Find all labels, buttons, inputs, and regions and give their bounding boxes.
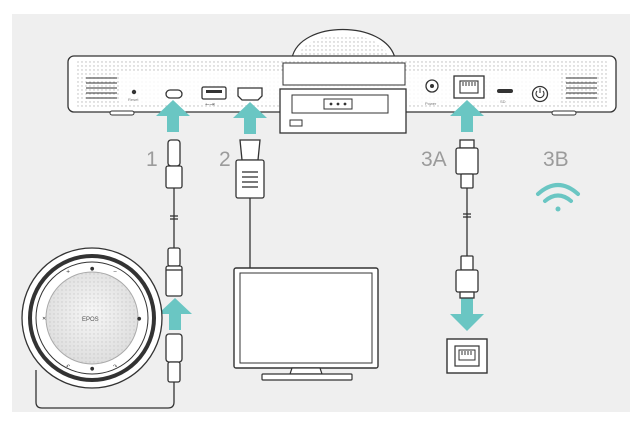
ethernet-cable xyxy=(455,139,479,299)
svg-text:●: ● xyxy=(137,316,142,322)
network-wall-socket xyxy=(446,338,488,374)
speakerphone-brand: EPOS xyxy=(82,317,99,323)
speakerphone[interactable]: EPOS + ● − ✕ ● ↶ ● ↷ xyxy=(21,247,163,389)
arrow-usb-c-up xyxy=(156,100,190,132)
svg-text:●: ● xyxy=(90,266,95,272)
power-label: Power xyxy=(425,101,437,106)
label-window xyxy=(282,62,406,86)
right-vent xyxy=(566,77,597,99)
usb-c-cable xyxy=(35,139,183,409)
speaker-buttons: + ● − ✕ ● ↶ ● ↷ xyxy=(42,266,142,372)
display-monitor xyxy=(233,267,379,381)
usb-c-port[interactable] xyxy=(165,89,183,99)
svg-text:+: + xyxy=(66,269,70,275)
video-bar: Reset ⭠⇥ Power SD xyxy=(67,29,617,134)
svg-text:✕: ✕ xyxy=(42,316,46,322)
usb-icon: ⭠⇥ xyxy=(205,101,215,108)
svg-text:−: − xyxy=(113,269,117,275)
svg-text:●: ● xyxy=(90,366,95,372)
hdmi-port[interactable] xyxy=(237,87,263,101)
svg-text:↷: ↷ xyxy=(113,364,118,370)
power-button[interactable] xyxy=(531,85,549,103)
reset-label: Reset xyxy=(128,97,139,102)
step-1-label: 1 xyxy=(146,148,158,171)
step-2-label: 2 xyxy=(219,148,231,171)
arrow-hdmi-up xyxy=(233,102,267,134)
hdmi-cable xyxy=(235,139,265,268)
svg-text:↶: ↶ xyxy=(66,364,70,370)
arrow-ethernet-up xyxy=(450,100,484,132)
microsd-slot[interactable] xyxy=(497,89,513,93)
microsd-label: SD xyxy=(500,99,506,104)
left-vent xyxy=(86,77,117,99)
reset-button[interactable] xyxy=(131,89,137,95)
step-3a-label: 3A xyxy=(421,148,447,171)
wifi-icon xyxy=(536,183,580,212)
step-3b-label: 3B xyxy=(543,148,569,171)
power-icon xyxy=(535,90,545,99)
arrow-speaker-up xyxy=(158,298,192,330)
arrow-ethernet-down xyxy=(450,294,484,331)
